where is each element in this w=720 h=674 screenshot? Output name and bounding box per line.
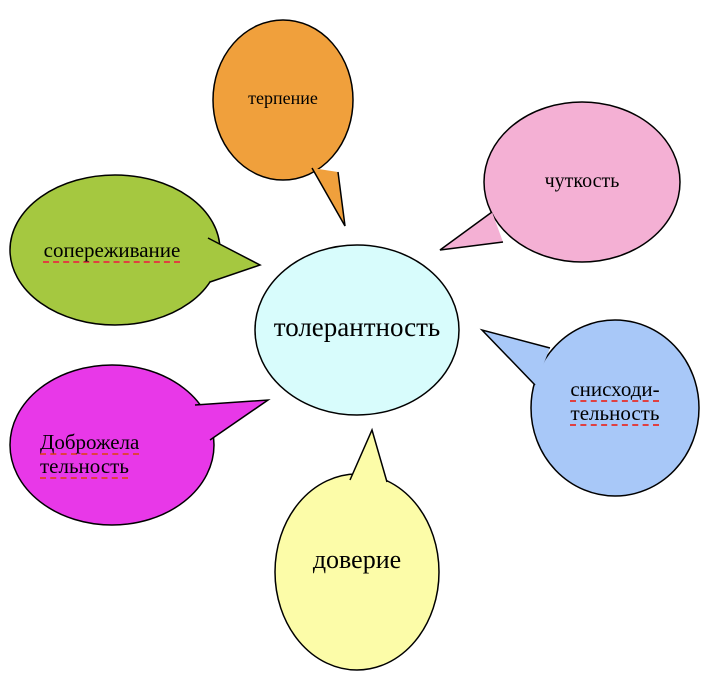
bubble-kindness (9, 364, 271, 526)
bubble-patience (212, 19, 354, 227)
label-kindness-line2: тельность (40, 454, 129, 479)
label-condescension-line2: тельность (570, 401, 660, 426)
label-trust: доверие (312, 545, 402, 574)
label-kindness-line1: Доброжела (40, 430, 140, 454)
label-sensitivity: чуткость (544, 170, 620, 192)
label-tolerance: толерантность (273, 312, 441, 342)
label-condescension-line1: снисходи- (570, 377, 660, 401)
label-empathy: сопереживание (43, 238, 181, 262)
label-kindness: Доброжела тельность (40, 430, 180, 478)
bubble-condescension (479, 319, 700, 497)
bubble-empathy (9, 174, 262, 326)
label-patience: терпение (248, 88, 318, 108)
label-condescension: снисходи- тельность (540, 377, 690, 425)
bubble-sensitivity (439, 101, 681, 263)
center-circle (254, 244, 460, 416)
bubble-trust (274, 427, 440, 671)
